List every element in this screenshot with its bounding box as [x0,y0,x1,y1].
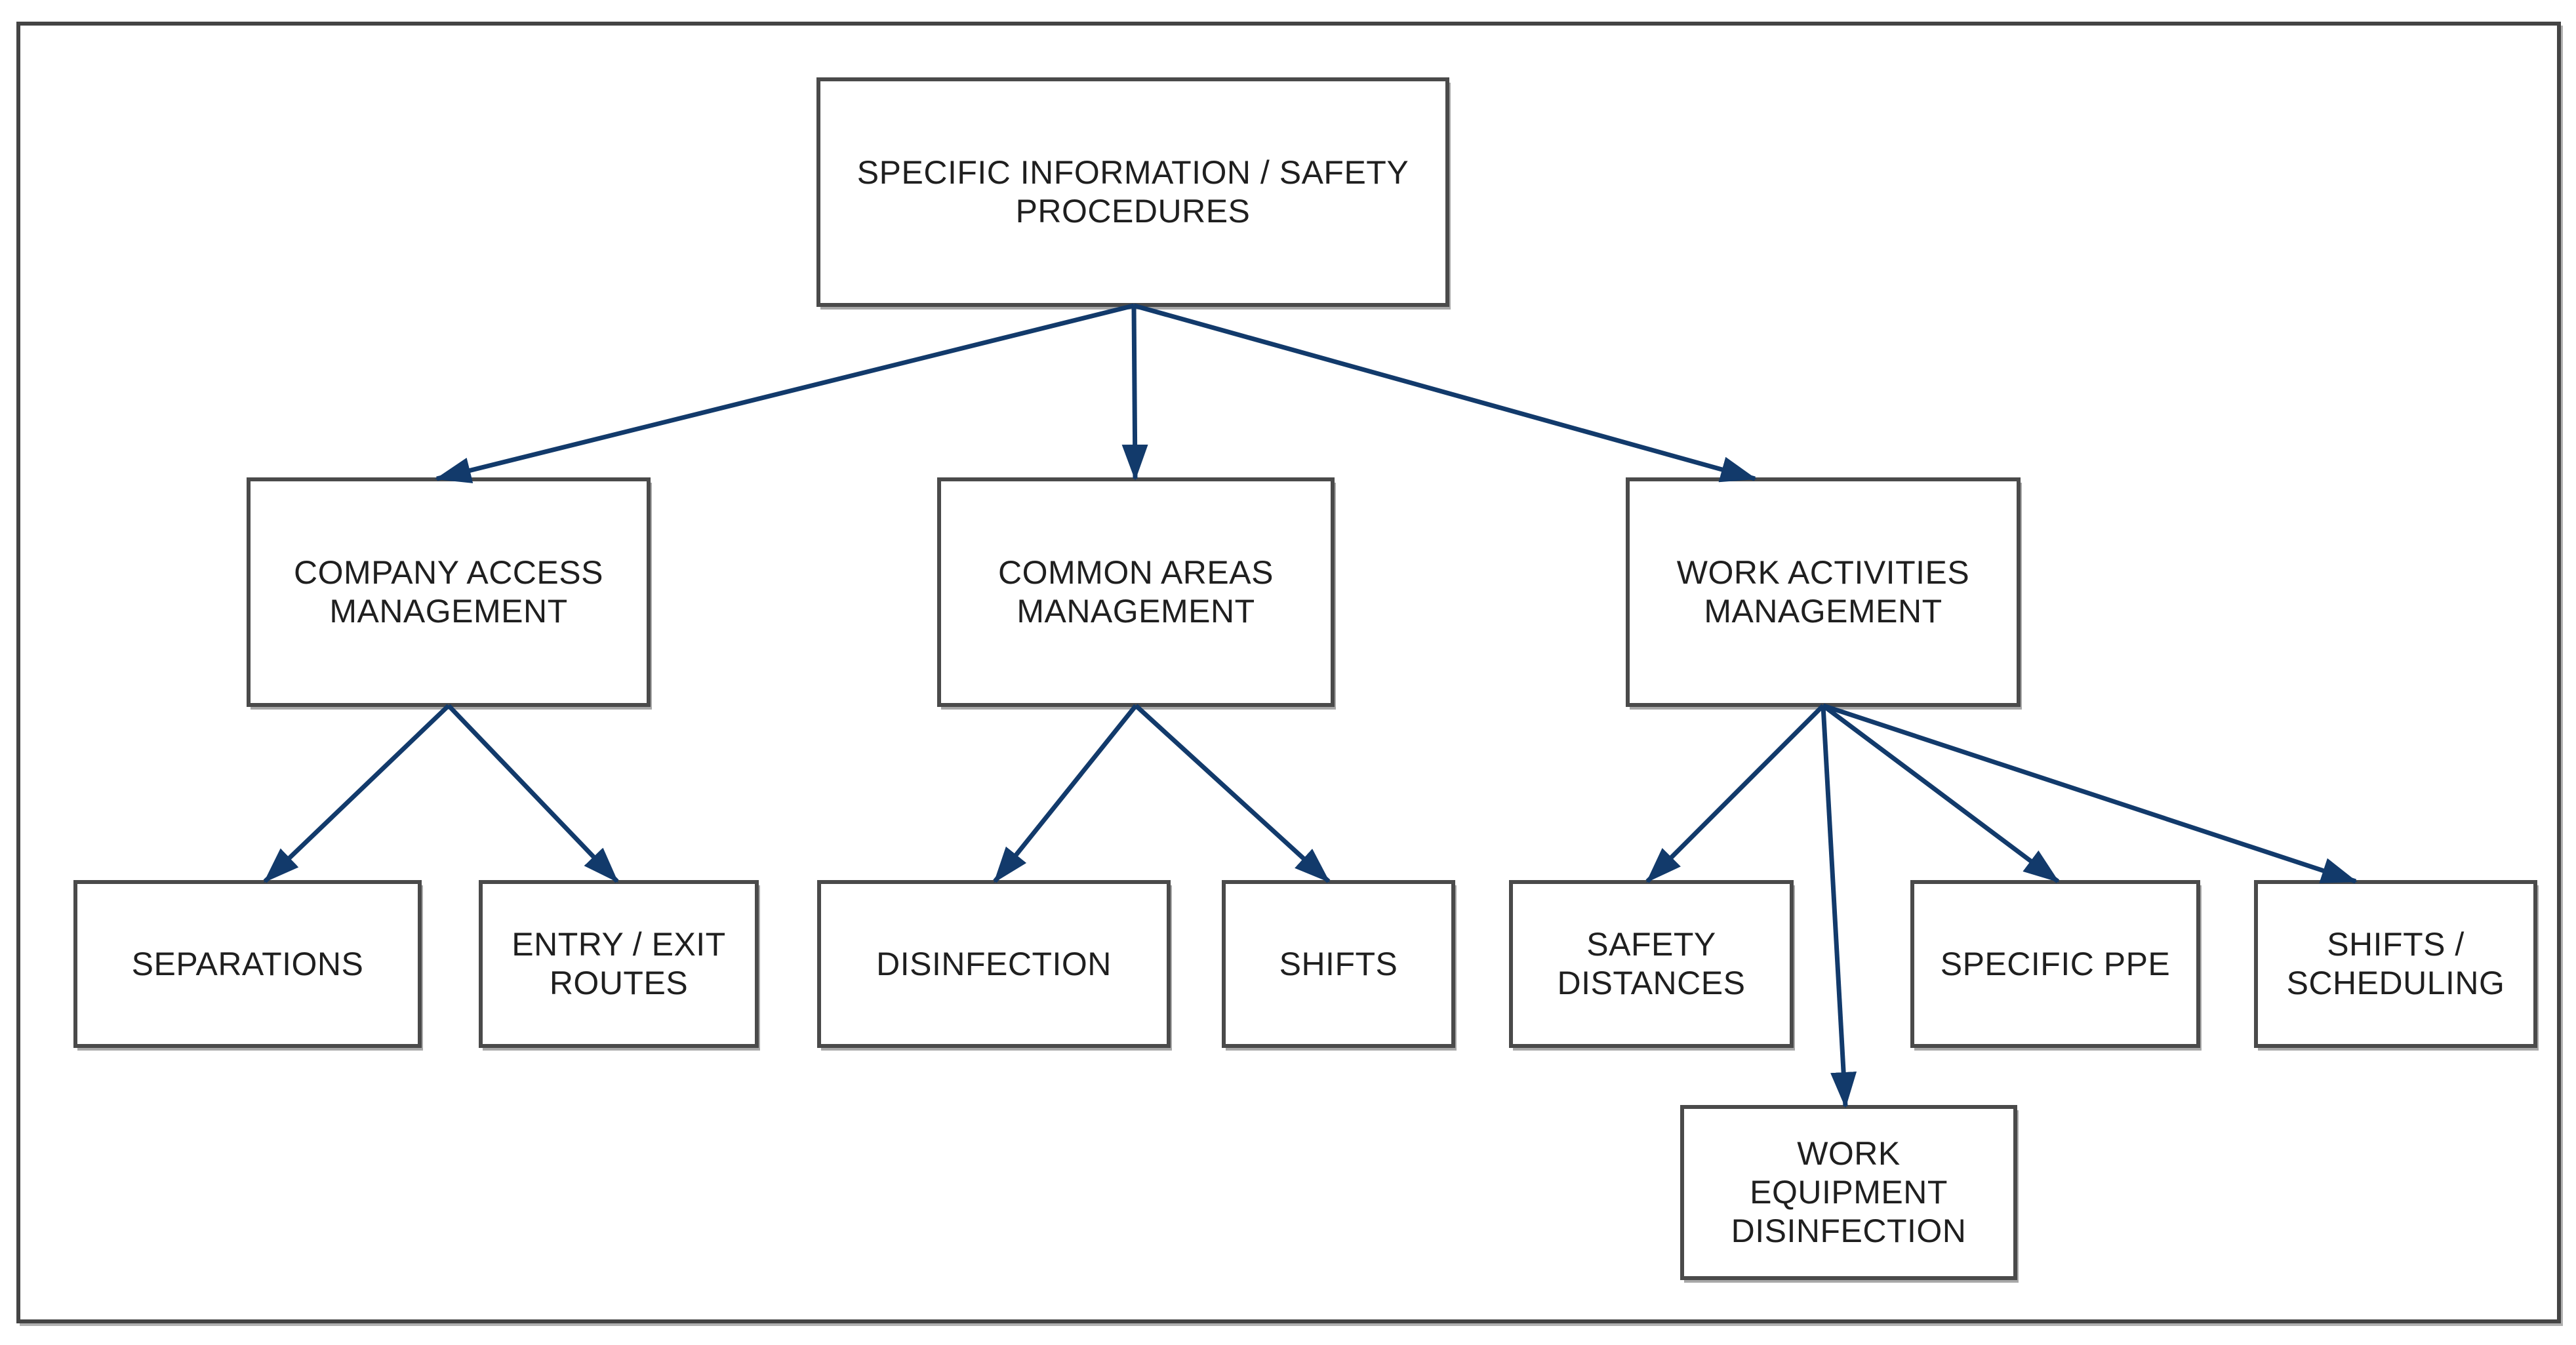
node-label: COMPANY ACCESS MANAGEMENT [294,554,603,630]
node-label: WORK EQUIPMENT DISINFECTION [1731,1135,1967,1249]
node-separations: SEPARATIONS [73,880,422,1048]
node-safety-distances: SAFETY DISTANCES [1509,880,1794,1048]
node-common-areas-management: COMMON AREAS MANAGEMENT [937,477,1335,707]
node-work-activities-management: WORK ACTIVITIES MANAGEMENT [1626,477,2021,707]
node-label: SEPARATIONS [131,945,364,982]
node-label: SPECIFIC PPE [1940,945,2171,982]
node-disinfection: DISINFECTION [817,880,1171,1048]
node-label: SPECIFIC INFORMATION / SAFETY PROCEDURES [856,154,1409,230]
node-specific-ppe: SPECIFIC PPE [1910,880,2200,1048]
node-label: WORK ACTIVITIES MANAGEMENT [1676,554,1970,630]
node-entry-exit-routes: ENTRY / EXIT ROUTES [479,880,759,1048]
node-label: DISINFECTION [876,945,1112,982]
node-shifts-scheduling: SHIFTS / SCHEDULING [2254,880,2537,1048]
node-company-access-management: COMPANY ACCESS MANAGEMENT [247,477,651,707]
node-shifts: SHIFTS [1222,880,1455,1048]
node-work-equipment-disinfection: WORK EQUIPMENT DISINFECTION [1680,1105,2017,1280]
node-label: ENTRY / EXIT ROUTES [512,926,726,1001]
node-label: SAFETY DISTANCES [1557,926,1746,1001]
node-label: SHIFTS / SCHEDULING [2286,926,2505,1001]
node-label: COMMON AREAS MANAGEMENT [998,554,1274,630]
node-specific-information-safety-procedures: SPECIFIC INFORMATION / SAFETY PROCEDURES [816,77,1449,307]
node-label: SHIFTS [1279,945,1398,982]
